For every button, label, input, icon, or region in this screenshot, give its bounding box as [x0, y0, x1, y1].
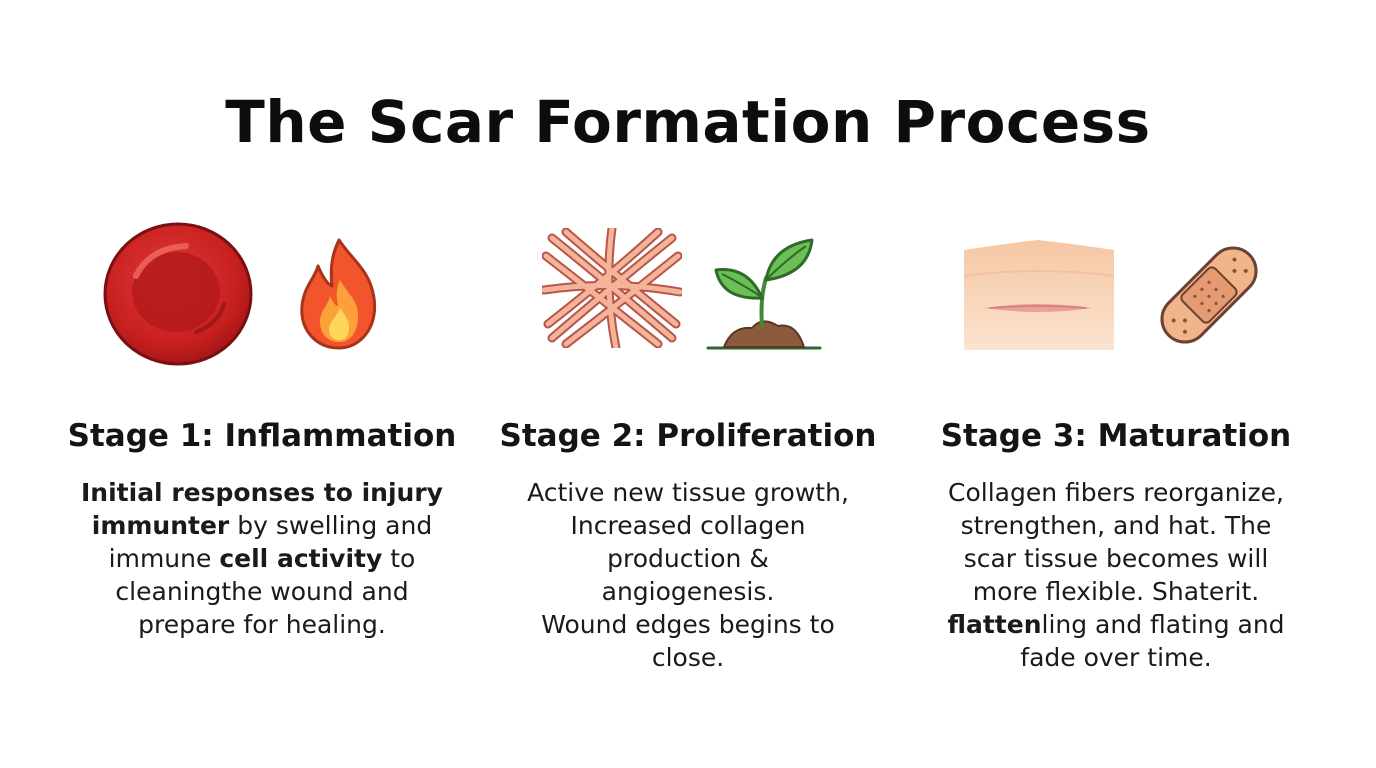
- bold-text: flatten: [947, 610, 1042, 639]
- description-line: cleaningthe wound and: [52, 575, 472, 608]
- description-line: Active new tissue growth,: [478, 476, 898, 509]
- description-line: Increased collagen: [478, 509, 898, 542]
- stage-proliferation: Stage 2: Proliferation Active new tissue…: [468, 210, 908, 672]
- bold-text: cell activity: [219, 544, 383, 573]
- description-line: scar tissue becomes will: [906, 542, 1326, 575]
- description-line: Wound edges begins to: [478, 608, 898, 641]
- text: Wound edges begins to: [541, 610, 835, 639]
- stage-icons: [42, 210, 482, 400]
- red-blood-cell-icon: [103, 222, 253, 366]
- text: angiogenesis.: [601, 577, 775, 606]
- text: production &: [607, 544, 769, 573]
- description-line: angiogenesis.: [478, 575, 898, 608]
- bold-text: Initial responses to injury: [81, 478, 443, 507]
- healed-skin-icon: [963, 240, 1115, 350]
- stage-description: Active new tissue growth, Increased colla…: [478, 476, 898, 674]
- text: by swelling and: [229, 511, 433, 540]
- text: fade over time.: [1020, 643, 1212, 672]
- text: prepare for healing.: [138, 610, 386, 639]
- description-line: strengthen, and hat. The: [906, 509, 1326, 542]
- stage-title: Stage 1: Inflammation: [67, 418, 457, 454]
- text: immune: [108, 544, 220, 573]
- text: Collagen fibers reorganize,: [948, 478, 1284, 507]
- stage-inflammation: Stage 1: Inflammation Initial responses …: [42, 210, 482, 639]
- bold-text: immunter: [91, 511, 230, 540]
- stage-icons: [468, 210, 908, 400]
- text: more flexible. Shaterit.: [972, 577, 1260, 606]
- stage-description: Collagen fibers reorganize, strengthen, a…: [906, 476, 1326, 674]
- description-line: immune cell activity to: [52, 542, 472, 575]
- text: scar tissue becomes will: [963, 544, 1269, 573]
- stage-title: Stage 2: Proliferation: [499, 418, 877, 454]
- stage-title: Stage 3: Maturation: [940, 418, 1292, 454]
- collagen-fibers-icon: [542, 228, 682, 348]
- text: to: [382, 544, 416, 573]
- description-line: close.: [478, 641, 898, 674]
- description-line: more flexible. Shaterit.: [906, 575, 1326, 608]
- stage-maturation: Stage 3: Maturation Collagen fibers reor…: [896, 210, 1336, 672]
- text: Increased collagen: [570, 511, 806, 540]
- description-line: immunter by swelling and: [52, 509, 472, 542]
- text: Active new tissue growth,: [527, 478, 849, 507]
- description-line: Initial responses to injury: [52, 476, 472, 509]
- flame-icon: [300, 238, 377, 350]
- text: close.: [651, 643, 725, 672]
- bandage-icon: [1160, 246, 1258, 344]
- description-line: fade over time.: [906, 641, 1326, 674]
- description-line: Collagen fibers reorganize,: [906, 476, 1326, 509]
- description-line: production &: [478, 542, 898, 575]
- stage-icons: [896, 210, 1336, 400]
- description-line: flattenling and flating and: [906, 608, 1326, 641]
- text: strengthen, and hat. The: [960, 511, 1272, 540]
- description-line: prepare for healing.: [52, 608, 472, 641]
- sprout-icon: [706, 238, 822, 350]
- text: cleaningthe wound and: [115, 577, 409, 606]
- page-title: The Scar Formation Process: [225, 88, 1151, 156]
- text: ling and flating and: [1041, 610, 1285, 639]
